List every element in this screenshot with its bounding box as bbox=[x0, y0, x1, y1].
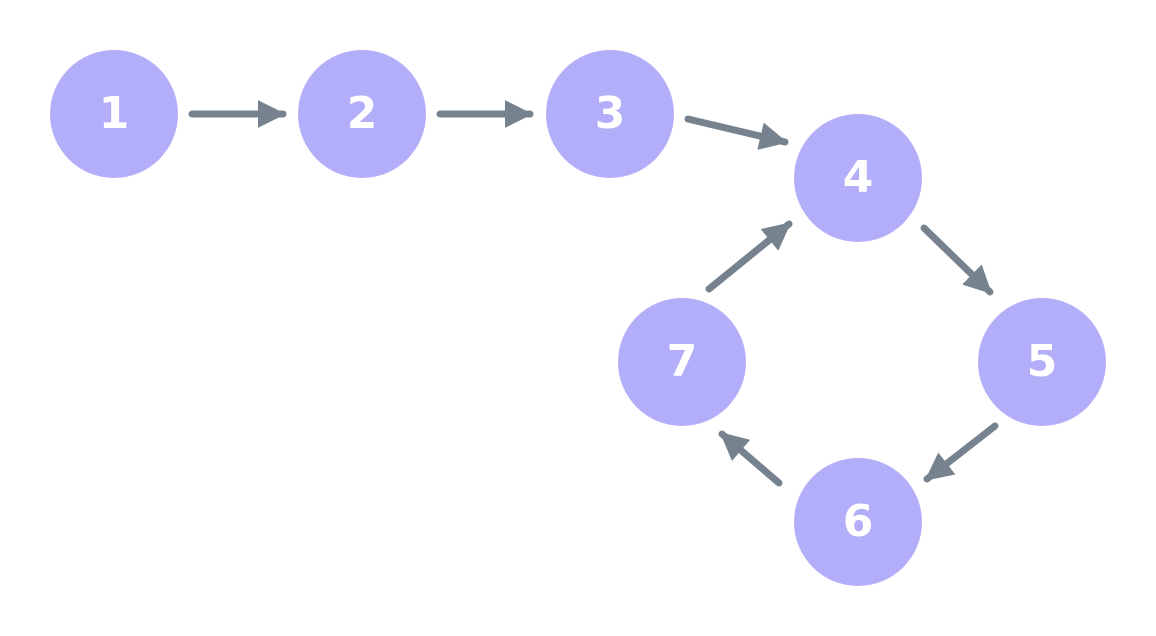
edges bbox=[188, 100, 999, 487]
edge-5-to-6 bbox=[923, 422, 999, 483]
node-5-circle bbox=[978, 298, 1106, 426]
node-5-label: 5 bbox=[1027, 336, 1058, 387]
node-7: 7 bbox=[618, 298, 746, 426]
node-4: 4 bbox=[794, 114, 922, 242]
node-1: 1 bbox=[50, 50, 178, 178]
node-3-circle bbox=[546, 50, 674, 178]
node-2-label: 2 bbox=[347, 88, 378, 139]
node-6: 6 bbox=[794, 458, 922, 586]
node-4-circle bbox=[794, 114, 922, 242]
node-1-circle bbox=[50, 50, 178, 178]
node-5: 5 bbox=[978, 298, 1106, 426]
edge-4-to-5 bbox=[920, 224, 994, 296]
node-3-label: 3 bbox=[595, 88, 626, 139]
node-2-circle bbox=[298, 50, 426, 178]
edge-3-to-4 bbox=[684, 115, 789, 150]
node-3: 3 bbox=[546, 50, 674, 178]
node-7-label: 7 bbox=[667, 336, 698, 387]
node-4-label: 4 bbox=[843, 152, 874, 203]
edge-7-to-4 bbox=[705, 220, 793, 293]
node-1-label: 1 bbox=[99, 88, 130, 139]
nodes: 1 2 3 4 5 6 7 bbox=[50, 50, 1106, 586]
node-6-circle bbox=[794, 458, 922, 586]
edge-6-to-7 bbox=[718, 430, 783, 487]
node-6-label: 6 bbox=[843, 496, 874, 547]
node-7-circle bbox=[618, 298, 746, 426]
node-2: 2 bbox=[298, 50, 426, 178]
